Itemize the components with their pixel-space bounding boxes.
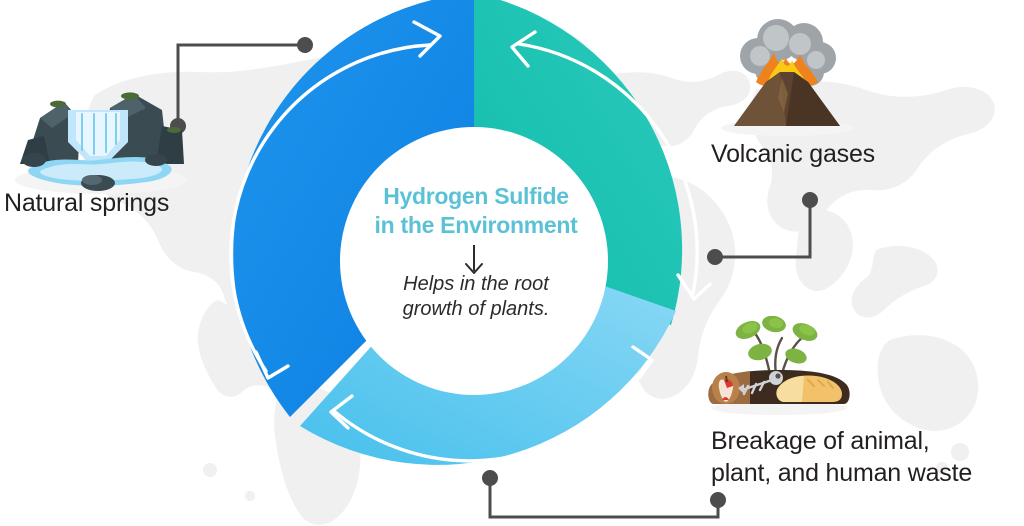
label-natural-springs: Natural springs	[4, 189, 170, 217]
label-volcanic-gases: Volcanic gases	[711, 140, 875, 168]
compost-waste-icon	[708, 316, 850, 415]
volcano-icon	[721, 19, 853, 136]
connector-breakage-waste	[482, 470, 726, 519]
down-arrow-icon	[465, 245, 483, 274]
center-title: Hydrogen Sulfide in the Environment	[374, 183, 578, 238]
center-subtitle: Helps in the root growth of plants.	[402, 273, 550, 321]
waterfall-icon	[15, 92, 187, 194]
ring-segment-volcanic-gases	[474, 0, 712, 325]
connector-volcanic-gases	[707, 192, 818, 265]
label-breakage-waste: Breakage of animal, plant, and human was…	[711, 427, 973, 487]
